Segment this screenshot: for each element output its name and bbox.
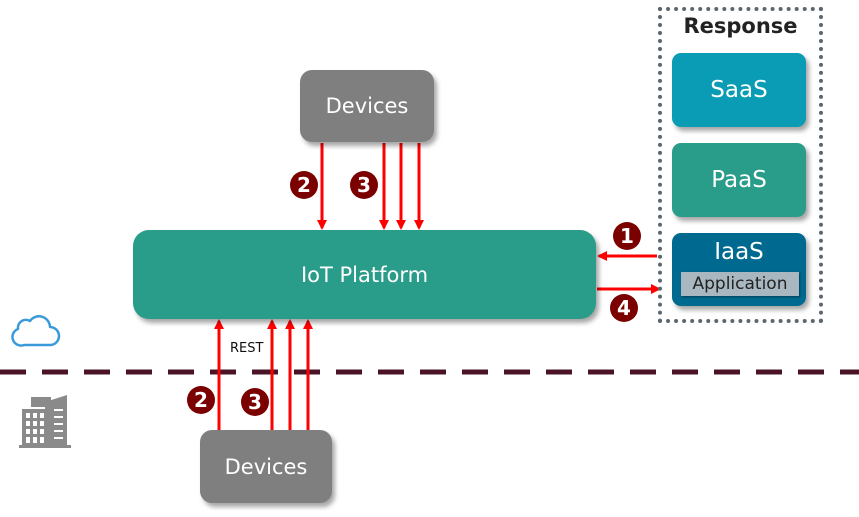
iaas-box[interactable]: IaaS Application [672,233,806,306]
step-badge-2-bottom: 2 [187,386,215,414]
response-title: Response [683,14,798,38]
cloud-icon [11,315,61,347]
step-badge-1: 1 [613,222,641,250]
building-icon [19,395,71,448]
iot-platform-label: IoT Platform [300,262,429,287]
devices-onprem-box[interactable]: Devices [200,430,332,503]
response-group-frame [658,7,823,323]
devices-cloud-label: Devices [325,94,409,118]
step-badge-2-top: 2 [290,171,318,199]
application-label: Application [681,272,799,296]
step-badge-3-top: 3 [350,171,378,199]
step-badge-3-bottom: 3 [241,388,269,416]
iot-platform-box[interactable]: IoT Platform [133,230,596,319]
devices-cloud-box[interactable]: Devices [300,70,434,142]
iaas-label: IaaS [714,239,764,265]
saas-box[interactable]: SaaS [672,53,806,127]
paas-label: PaaS [711,167,767,193]
rest-label: REST [230,341,264,356]
saas-label: SaaS [710,77,768,103]
step-badge-4: 4 [610,294,638,322]
devices-onprem-label: Devices [224,454,308,479]
paas-box[interactable]: PaaS [672,143,806,217]
